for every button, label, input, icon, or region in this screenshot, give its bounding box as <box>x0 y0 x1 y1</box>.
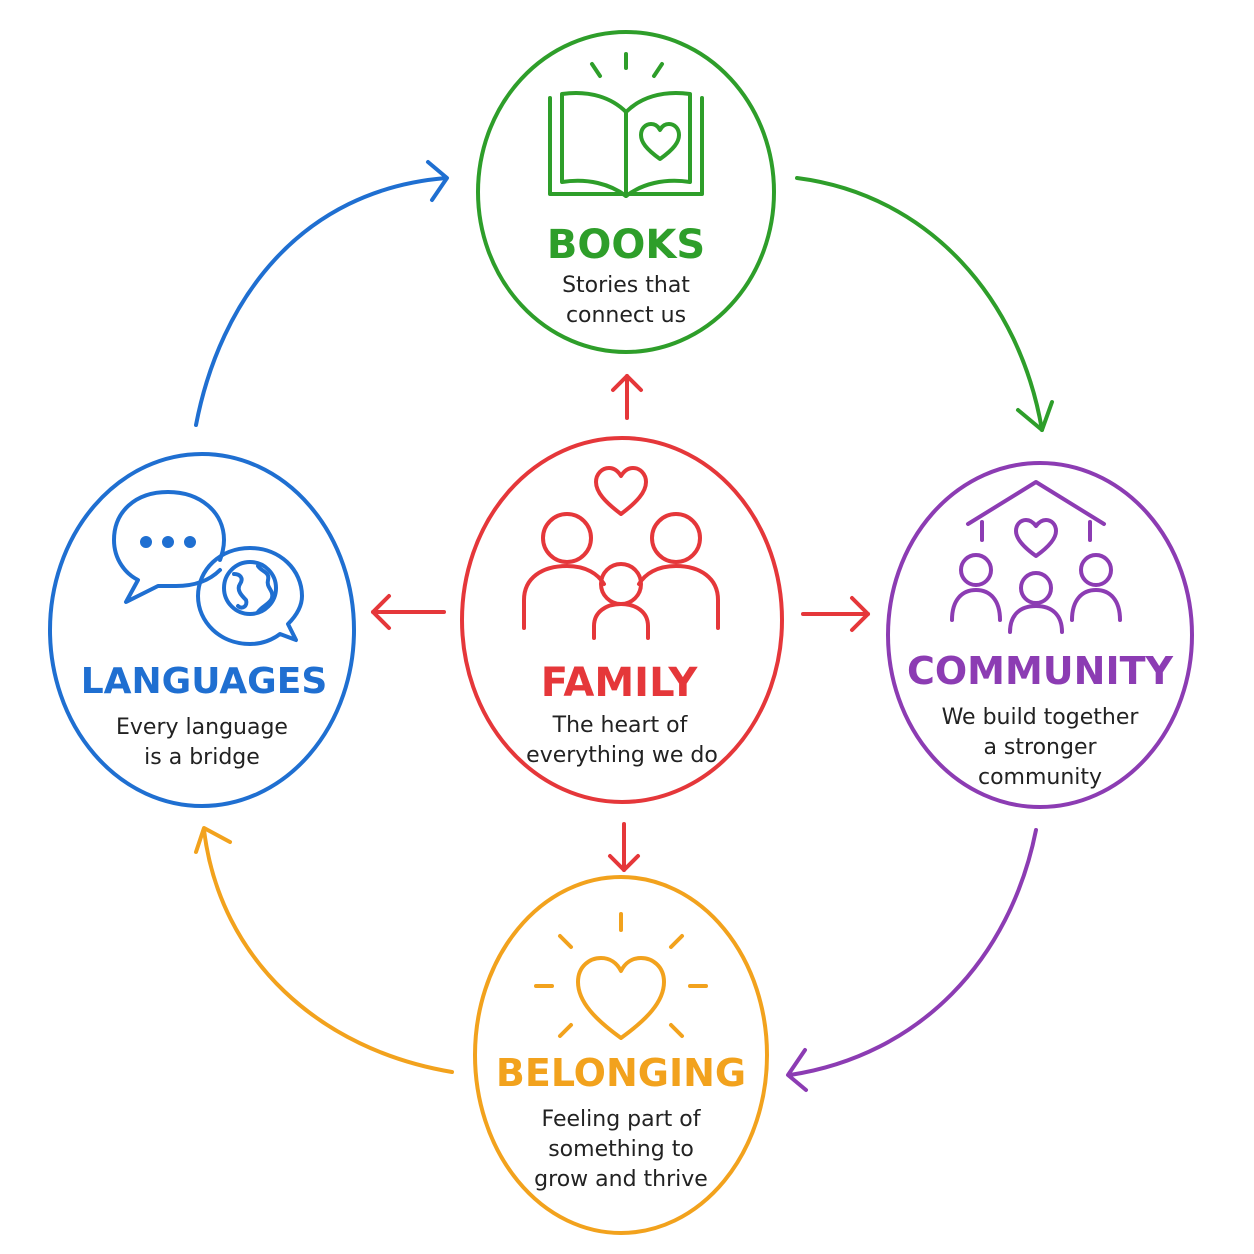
arrowhead <box>426 160 449 202</box>
arrow-line <box>795 176 1044 432</box>
arrow-line <box>202 828 454 1074</box>
node-books-circle <box>476 30 776 354</box>
arrow-family-to-languages <box>371 594 446 630</box>
node-belonging-line-1: Feeling part of <box>542 1107 702 1132</box>
arrow-community-to-belonging <box>786 828 1038 1092</box>
node-community-line-1: We build together <box>942 705 1140 730</box>
node-belonging-line-3: grow and thrive <box>534 1167 708 1192</box>
node-community-line-3: community <box>978 765 1102 790</box>
arrowhead <box>608 854 640 872</box>
node-languages-line-1: Every language <box>116 715 288 740</box>
node-books-line-1: Stories that <box>562 273 690 298</box>
node-family: FAMILY The heart of everything we do <box>460 436 784 804</box>
node-community-title: COMMUNITY <box>907 649 1174 693</box>
node-community-line-2: a stronger <box>983 735 1097 760</box>
node-belonging: BELONGING Feeling part of something to g… <box>473 875 769 1235</box>
radiant-heart-icon <box>534 912 708 1040</box>
node-belonging-title: BELONGING <box>496 1051 746 1095</box>
node-languages-line-2: is a bridge <box>144 745 260 770</box>
node-languages: LANGUAGES Every language is a bridge <box>48 452 356 808</box>
arrowhead <box>194 826 232 854</box>
node-belonging-circle <box>473 875 769 1235</box>
node-books-line-2: connect us <box>566 303 686 328</box>
node-books-title: BOOKS <box>547 222 705 268</box>
node-family-line-2: everything we do <box>526 743 718 768</box>
arrowhead <box>611 374 643 392</box>
speech-bubbles-globe-icon <box>112 490 304 646</box>
node-books: BOOKS Stories that connect us <box>476 30 776 354</box>
arrow-family-to-community <box>801 596 870 632</box>
arrow-family-to-books <box>611 374 643 420</box>
node-family-title: FAMILY <box>541 660 699 706</box>
arrowhead <box>850 596 870 632</box>
node-family-line-1: The heart of <box>552 713 689 738</box>
arrowhead <box>1016 400 1054 432</box>
arrowhead <box>786 1048 808 1092</box>
arrow-family-to-belonging <box>608 822 640 872</box>
node-family-circle <box>460 436 784 804</box>
node-community-circle <box>886 461 1194 809</box>
arrow-languages-to-books <box>194 160 449 427</box>
house-people-heart-icon <box>950 480 1122 634</box>
open-book-heart-icon <box>548 52 704 198</box>
arrow-line <box>194 176 448 427</box>
node-belonging-line-2: something to <box>548 1137 694 1162</box>
arrow-line <box>788 828 1038 1077</box>
family-heart-icon <box>522 466 720 640</box>
arrow-books-to-community <box>795 176 1054 432</box>
node-languages-circle <box>48 452 356 808</box>
arrow-belonging-to-languages <box>194 826 454 1074</box>
node-languages-title: LANGUAGES <box>81 661 328 702</box>
arrowhead <box>371 594 391 630</box>
node-community: COMMUNITY We build together a stronger c… <box>886 461 1194 809</box>
